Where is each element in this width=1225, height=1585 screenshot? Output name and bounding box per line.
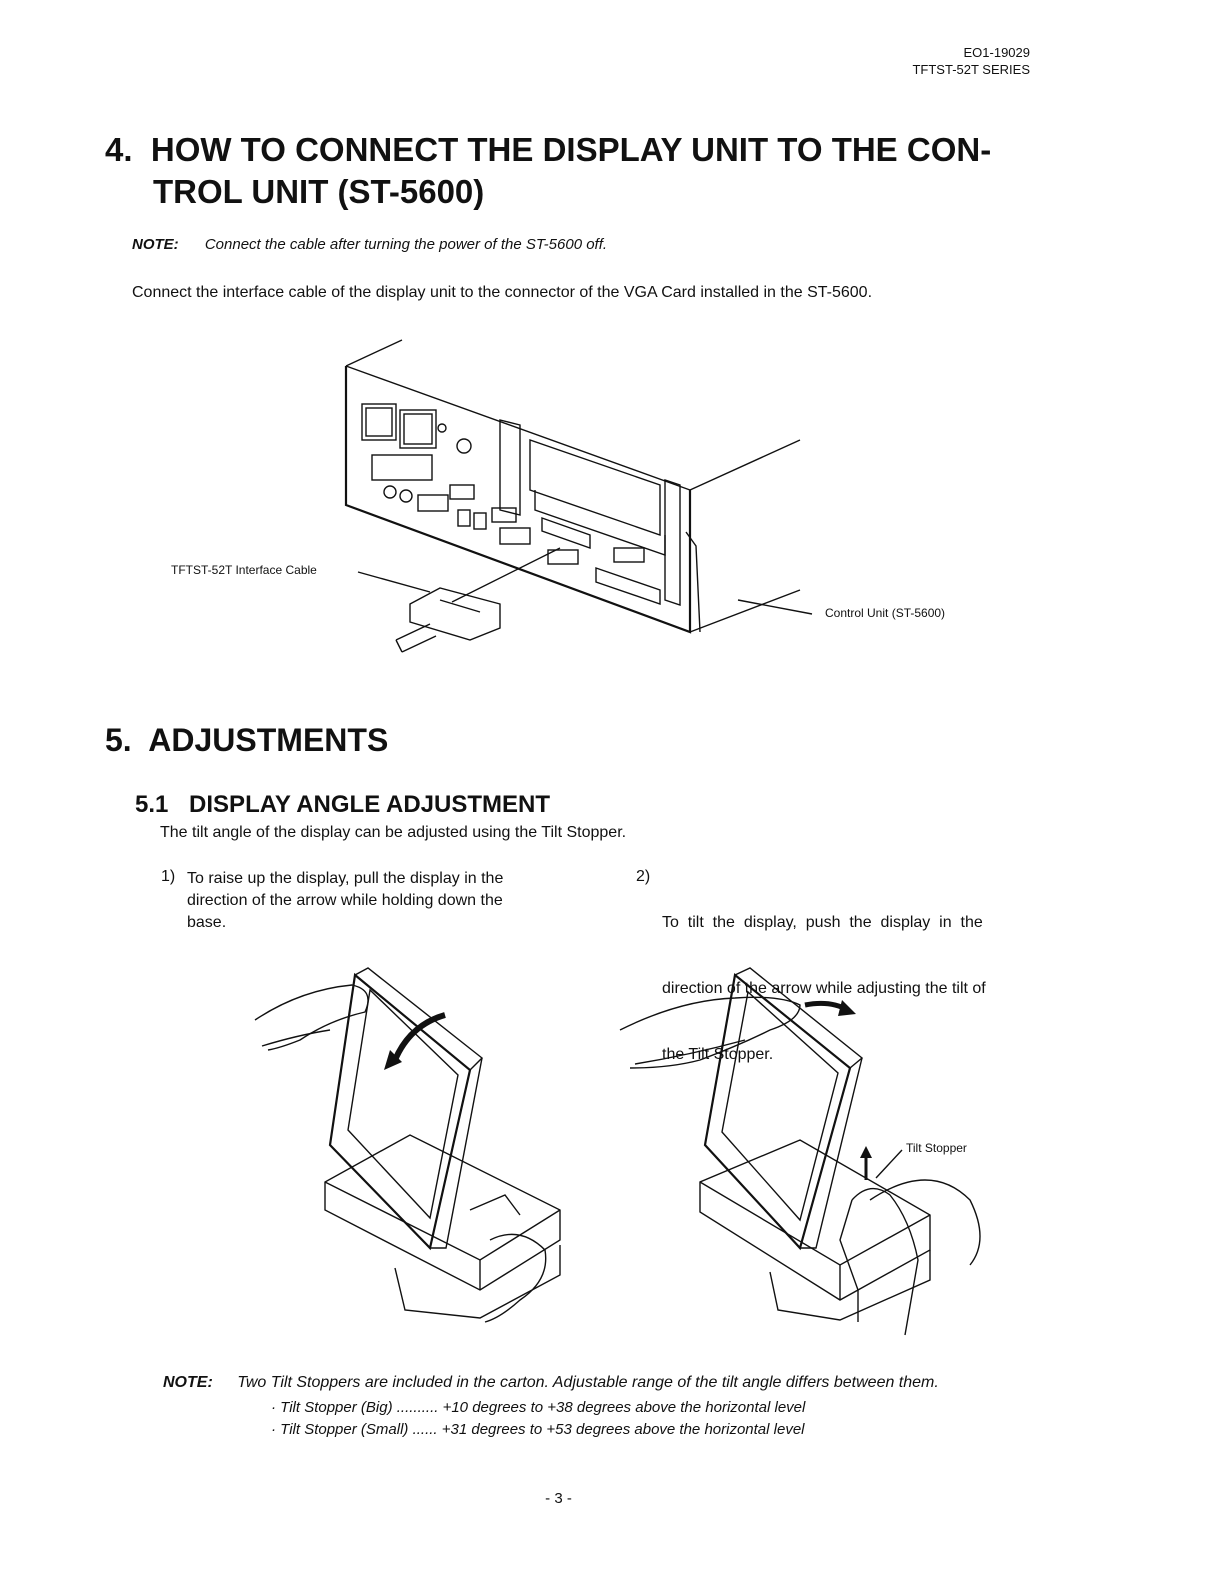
note-5-text: Two Tilt Stoppers are included in the ca… [237, 1374, 939, 1391]
step-2-number: 2) [636, 868, 651, 885]
document-header: EO1-19029 TFTST-52T SERIES [912, 44, 1030, 78]
section-4-body: Connect the interface cable of the displ… [132, 284, 873, 301]
subsection-5-1-heading: 5.1 DISPLAY ANGLE ADJUSTMENT [135, 791, 550, 819]
subsection-intro: The tilt angle of the display can be adj… [160, 824, 627, 841]
range-big: · Tilt Stopper (Big) .......... +10 degr… [271, 1399, 806, 1416]
step-1-line2: direction of the arrow while holding dow… [187, 892, 503, 909]
step-1-line3: base. [187, 914, 227, 931]
step-2-line1: To tilt the display, push the display in… [662, 914, 983, 931]
label-control-unit: Control Unit (ST-5600) [825, 606, 946, 620]
subsection-number: 5.1 [135, 791, 169, 818]
document-code: EO1-19029 [963, 45, 1031, 60]
section-4-note: NOTE: Connect the cable after turning th… [132, 236, 607, 253]
page-number: - 3 - [545, 1490, 572, 1507]
control-unit-illustration [344, 339, 813, 653]
tilt-stopper-ranges: · Tilt Stopper (Big) .......... +10 degr… [271, 1397, 805, 1441]
section-4-title-line2: TROL UNIT (ST-5600) [153, 173, 485, 210]
section-4-title-line1: 4. HOW TO CONNECT THE DISPLAY UNIT TO TH… [105, 131, 992, 168]
subsection-title: DISPLAY ANGLE ADJUSTMENT [189, 791, 550, 818]
note-label: NOTE: [132, 236, 179, 253]
step-1-number: 1) [161, 868, 176, 885]
note-text: Connect the cable after turning the powe… [204, 236, 608, 253]
note-5-label: NOTE: [163, 1374, 213, 1391]
section-5-note: NOTE: Two Tilt Stoppers are included in … [163, 1374, 939, 1392]
step-2-line2: direction of the arrow while adjusting t… [662, 980, 986, 997]
label-interface-cable: TFTST-52T Interface Cable [171, 563, 317, 577]
step-2-text: To tilt the display, push the display in… [662, 868, 1042, 1088]
section-5-title: 5. ADJUSTMENTS [105, 722, 389, 758]
range-small: · Tilt Stopper (Small) ...... +31 degree… [271, 1421, 805, 1438]
label-tilt-stopper: Tilt Stopper [906, 1141, 967, 1155]
document-series: TFTST-52T SERIES [912, 62, 1030, 77]
step-1-text: To raise up the display, pull the displa… [187, 868, 567, 934]
step-1-line1: To raise up the display, pull the displa… [187, 870, 504, 887]
